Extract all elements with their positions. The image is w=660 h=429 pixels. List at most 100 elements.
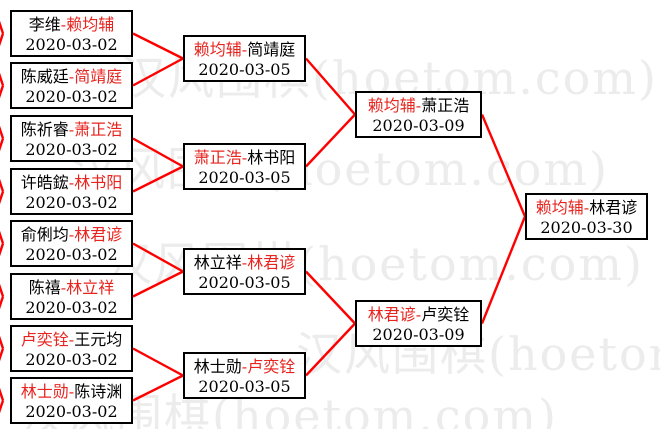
connector-line [132, 137, 184, 168]
player2-name: 简靖庭 [74, 67, 123, 86]
name-separator: - [68, 330, 75, 349]
match-players: 林士勋-卢奕铨 [185, 356, 304, 377]
match-players: 林士勋-陈诗渊 [12, 381, 131, 402]
player1-name: 李维 [28, 15, 61, 34]
connector-line [132, 242, 184, 273]
player1-name: 萧正浩 [193, 148, 242, 167]
name-separator: - [68, 120, 75, 139]
connector-line [480, 216, 527, 324]
match-date: 2020-03-02 [25, 140, 118, 159]
player2-name: 萧正浩 [74, 120, 123, 139]
match-players: 俞俐均-林君谚 [12, 224, 131, 245]
name-separator: - [60, 15, 67, 34]
player2-name: 林书阳 [247, 148, 296, 167]
player1-name: 赖均辅 [535, 198, 584, 217]
player2-name: 萧正浩 [421, 96, 470, 115]
match-players: 萧正浩-林书阳 [185, 147, 304, 168]
match-date: 2020-03-02 [25, 298, 118, 317]
player2-name: 林书阳 [74, 173, 123, 192]
player2-name: 林立祥 [66, 278, 115, 297]
connector-line [305, 113, 356, 168]
match-date: 2020-03-02 [25, 193, 118, 212]
connector-line [0, 400, 5, 414]
player1-name: 林士勋 [20, 382, 69, 401]
connector-line [132, 270, 184, 298]
name-separator: - [415, 96, 422, 115]
player1-name: 林君谚 [367, 305, 416, 324]
match-players: 许皓鋐-林书阳 [12, 172, 131, 193]
name-separator: - [68, 382, 75, 401]
player1-name: 林立祥 [193, 253, 242, 272]
player2-name: 王元均 [74, 330, 123, 349]
match-players: 林君谚-卢奕铨 [357, 304, 480, 325]
name-separator: - [241, 357, 248, 376]
connector-line [480, 114, 527, 217]
match-players: 林立祥-林君谚 [185, 252, 304, 273]
match-date: 2020-03-02 [25, 35, 118, 54]
name-separator: - [241, 40, 248, 59]
name-separator: - [68, 225, 75, 244]
player1-name: 赖均辅 [367, 96, 416, 115]
connector-line [132, 165, 184, 193]
name-separator: - [241, 148, 248, 167]
player1-name: 林士勋 [193, 357, 242, 376]
connector-line [132, 374, 184, 402]
player1-name: 陈威廷 [20, 67, 69, 86]
connector-line [305, 57, 356, 116]
connector-line [132, 32, 184, 60]
connector-line [132, 57, 184, 87]
player1-name: 陈祈睿 [20, 120, 69, 139]
match-date: 2020-03-05 [198, 377, 291, 396]
match-players: 赖均辅-简靖庭 [185, 39, 304, 60]
name-separator: - [583, 198, 590, 217]
name-separator: - [241, 253, 248, 272]
connector-line [305, 322, 356, 377]
match-date: 2020-03-02 [25, 245, 118, 264]
match-date: 2020-03-02 [25, 402, 118, 421]
match-players: 陈禧-林立祥 [12, 277, 131, 298]
connector-line [305, 270, 356, 325]
match-date: 2020-03-02 [25, 87, 118, 106]
match-players: 陈祈睿-萧正浩 [12, 119, 131, 140]
name-separator: - [68, 67, 75, 86]
player2-name: 陈诗渊 [74, 382, 123, 401]
player1-name: 许皓鋐 [20, 173, 69, 192]
match-players: 李维-赖均辅 [12, 14, 131, 35]
name-separator: - [68, 173, 75, 192]
player1-name: 俞俐均 [20, 225, 69, 244]
match-date: 2020-03-09 [372, 116, 465, 135]
match-date: 2020-03-02 [25, 350, 118, 369]
match-date: 2020-03-05 [198, 168, 291, 187]
match-date: 2020-03-30 [540, 218, 633, 237]
name-separator: - [415, 305, 422, 324]
name-separator: - [60, 278, 67, 297]
player1-name: 赖均辅 [193, 40, 242, 59]
player1-name: 陈禧 [28, 278, 61, 297]
match-date: 2020-03-09 [372, 325, 465, 344]
player2-name: 林君谚 [589, 198, 638, 217]
player2-name: 林君谚 [247, 253, 296, 272]
match-players: 赖均辅-萧正浩 [357, 95, 480, 116]
match-date: 2020-03-05 [198, 273, 291, 292]
player2-name: 卢奕铨 [421, 305, 470, 324]
player2-name: 赖均辅 [66, 15, 115, 34]
match-date: 2020-03-05 [198, 60, 291, 79]
match-players: 陈威廷-简靖庭 [12, 66, 131, 87]
